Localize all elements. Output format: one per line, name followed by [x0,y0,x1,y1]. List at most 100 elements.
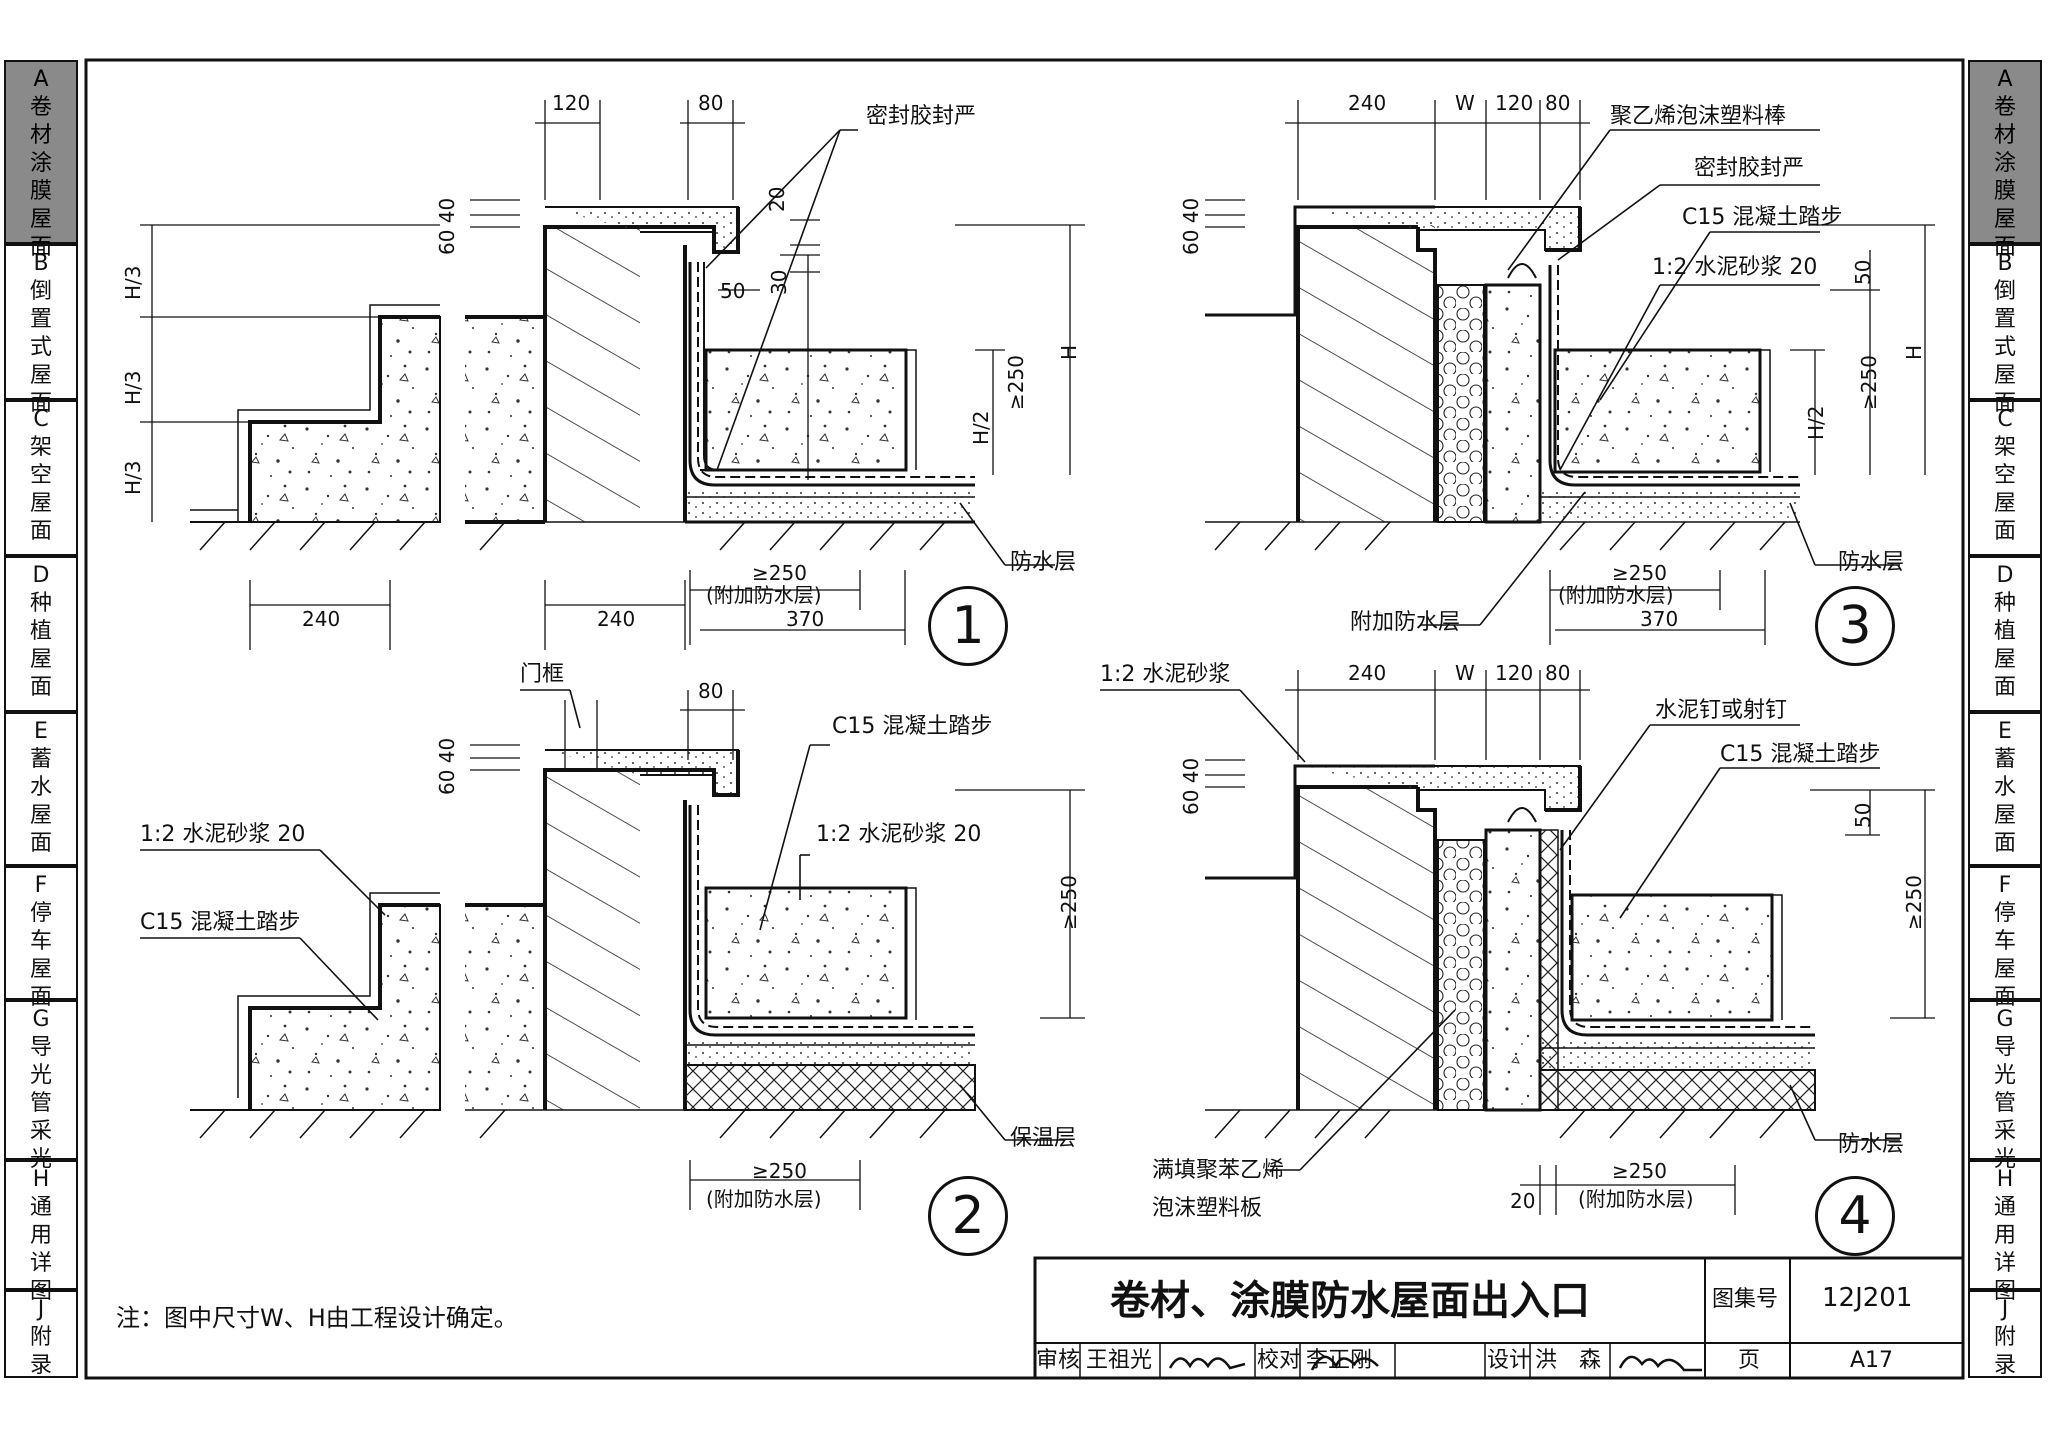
index-tab-char: 式 [1993,335,2016,360]
label-c15-step: C15 混凝土踏步 [1682,205,1843,230]
index-tab-char: 车 [29,929,52,954]
dim-W: W [1455,661,1475,685]
detail-3 [1205,100,1935,645]
detail-2 [140,689,1085,1210]
index-tab-char: 面 [1993,391,2016,416]
checker: 李正刚 [1306,1348,1373,1373]
index-tab-char: 面 [29,519,52,544]
index-tab-letter: F [1998,873,2012,898]
index-tab-char: 屋 [1993,803,2016,828]
index-tab-char: 屋 [1993,491,2016,516]
note: 注：图中尺寸W、H由工程设计确定。 [116,1304,518,1332]
dim-H: H [1902,344,1926,360]
index-tab-letter: E [34,719,48,744]
index-tab-char: 置 [29,307,52,332]
index-tab-char: 屋 [1993,647,2016,672]
index-tab-char: 水 [1993,775,2016,800]
index-tab-char: 倒 [1993,279,2016,304]
index-tab-letter: A [33,67,49,92]
index-tab-char: 用 [29,1223,52,1248]
check-label: 校对 [1257,1348,1302,1373]
dim-ge250: ≥250 [752,561,807,585]
index-tab-char: 管 [1993,1091,2016,1116]
index-tab-char: 光 [1993,1147,2016,1172]
label-sealant: 密封胶封严 [866,104,977,129]
detail-number-1: 1 [928,586,1008,666]
index-tab-char: 植 [1993,619,2016,644]
index-tab-char: 屋 [1993,363,2016,388]
dim-ge250: ≥250 [1612,1159,1667,1183]
dim-80: 80 [698,679,724,703]
dim-ge250-v: ≥250 [1902,875,1926,930]
label-c15-step-right: C15 混凝土踏步 [832,714,993,739]
dim-50: 50 [1851,259,1875,285]
index-tab-char: 录 [29,1353,52,1378]
index-tab-char: 屋 [29,207,52,232]
index-tab-char: 采 [1993,1119,2016,1144]
index-tab-letter: B [1997,251,2013,276]
page-label: 页 [1738,1348,1761,1373]
index-tab-letter: H [32,1167,50,1192]
dim-h3-a: H/3 [121,265,145,300]
index-tab-char: 停 [1993,901,2016,926]
index-tab-char: 种 [29,591,52,616]
review-label: 审核 [1036,1348,1081,1373]
dim-120: 120 [1495,661,1534,685]
index-tab-char: 用 [1993,1223,2016,1248]
signature-marks [1168,1355,1702,1372]
index-tab-letter: C [33,407,49,432]
index-tab-char: 附 [29,1325,52,1350]
index-tab-letter: J [2001,1297,2009,1322]
index-tab-char: 膜 [1993,179,2016,204]
page-number: A17 [1850,1348,1894,1373]
index-tab-char: 面 [1993,831,2016,856]
label-cement-mortar: 1:2 水泥砂浆 [1100,662,1231,687]
label-cement-mortar-right: 1:2 水泥砂浆 20 [816,822,982,847]
index-tab-char: 膜 [29,179,52,204]
detail-1 [140,100,1085,650]
index-tab-char: 通 [1993,1195,2016,1220]
index-tab-char: 详 [29,1251,52,1276]
index-tab-letter: J [37,1297,45,1322]
index-tab-char: 面 [1993,235,2016,260]
index-tab-char: 附 [1993,1325,2016,1350]
label-eps-line2: 泡沫塑料板 [1152,1196,1263,1221]
drawing-title: 卷材、涂膜防水屋面出入口 [1110,1278,1590,1324]
dim-60-40: 60 40 [435,737,459,795]
designer: 洪 森 [1535,1348,1602,1373]
dim-50: 50 [1851,802,1875,828]
index-tab-char: 车 [1993,929,2016,954]
dim-W: W [1455,91,1475,115]
detail-number-2: 2 [928,1176,1008,1256]
index-tab-char: 导 [1993,1035,2016,1060]
dim-30: 30 [767,269,791,295]
atlas-number: 12J201 [1822,1283,1913,1313]
dim-h2: H/2 [1804,405,1828,440]
atlas-label: 图集号 [1712,1287,1779,1312]
index-tab-char: 光 [1993,1063,2016,1088]
dim-additional-layer: (附加防水层) [1558,583,1674,607]
dim-240: 240 [1348,91,1387,115]
dim-60-40: 60 40 [1179,197,1203,255]
label-cement-mortar: 1:2 水泥砂浆 20 [1652,255,1818,280]
detail-number-3: 3 [1815,586,1895,666]
index-tab-letter: F [34,873,48,898]
